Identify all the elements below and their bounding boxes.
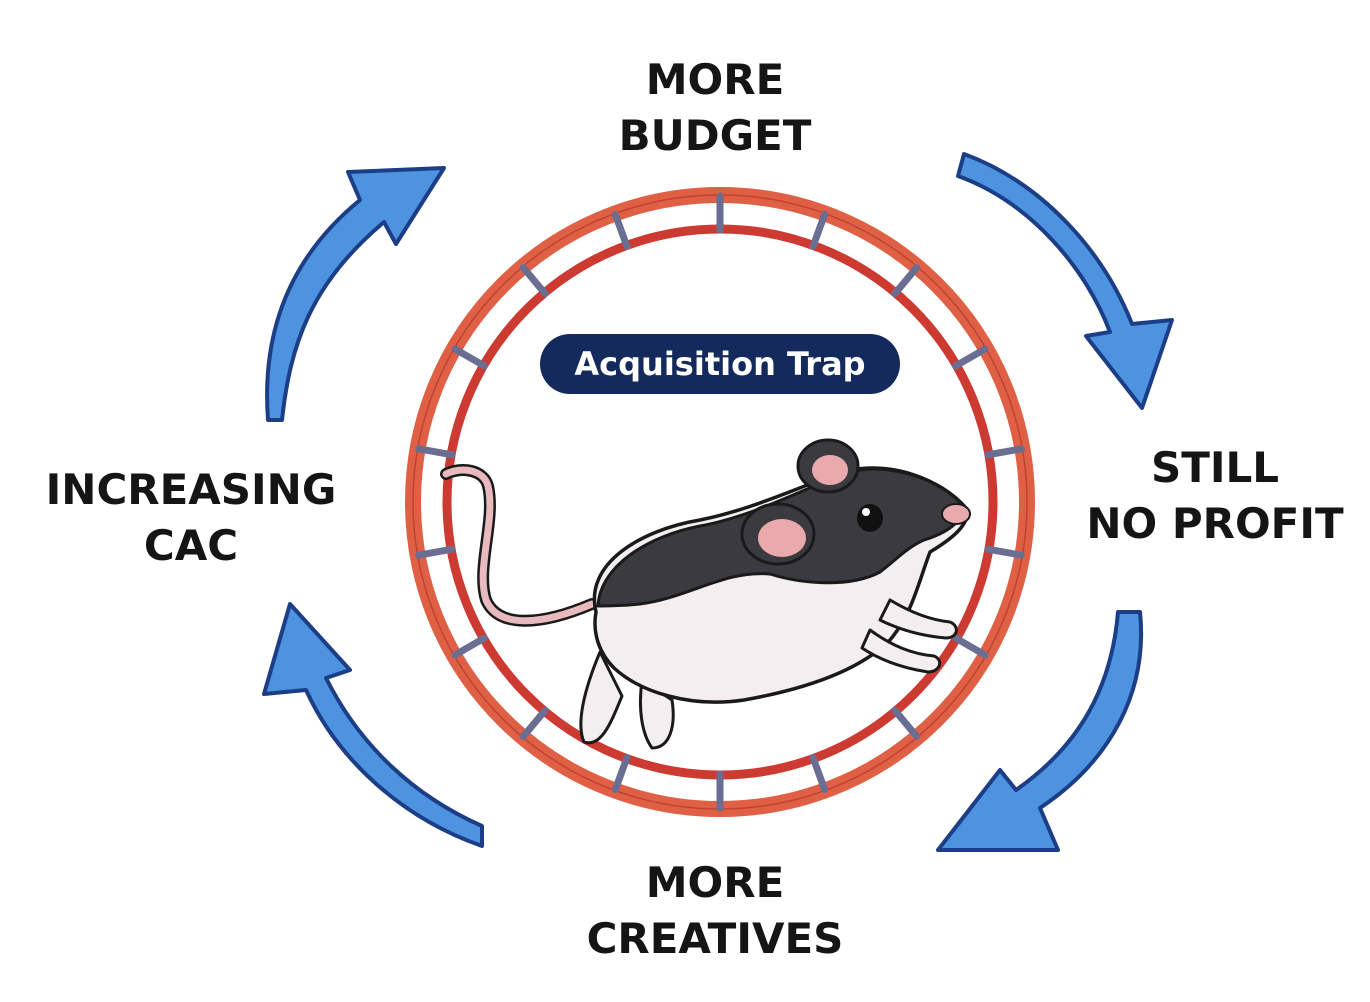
wheel-rung [611,754,631,794]
hamster-wheel-icon [405,187,1035,817]
wheel-rung [984,545,1025,559]
acquisition-trap-badge: Acquisition Trap [540,334,900,394]
wheel-rung [984,445,1025,459]
wheel-rung [891,706,921,740]
step-label-line: CAC [143,521,239,570]
wheel-rung [415,545,456,559]
wheel-rung [809,754,829,794]
wheel-rung [415,445,456,459]
step-increasing-cac: INCREASING CAC [20,462,362,574]
wheel-rung [611,210,631,250]
curved-arrow-icon-top-right [956,152,1174,410]
wheel-rungs [415,192,1025,812]
step-label-line: CREATIVES [586,914,844,963]
step-label-line: MORE [645,858,785,907]
step-more-budget: MORE BUDGET [565,52,865,164]
wheel-rung [891,264,921,298]
step-label-line: NO PROFIT [1086,499,1344,548]
step-label-line: INCREASING [45,465,337,514]
step-label-line: STILL [1150,443,1280,492]
wheel-rung [952,345,989,370]
step-still-no-profit: STILL NO PROFIT [1070,440,1360,552]
wheel-rung [952,634,989,659]
wheel-rung [519,706,549,740]
wheel-rung [519,264,549,298]
step-label-line: MORE [645,55,785,104]
wheel-rung [809,210,829,250]
step-more-creatives: MORE CREATIVES [540,855,890,967]
curved-arrow-icon-top-left [265,166,446,422]
wheel-rung [451,345,488,370]
curved-arrow-icon-bottom-right [936,610,1143,852]
wheel-rung [451,634,488,659]
step-label-line: BUDGET [618,111,812,160]
curved-arrow-icon-bottom-left [262,602,484,848]
rat-illustration [440,438,971,750]
